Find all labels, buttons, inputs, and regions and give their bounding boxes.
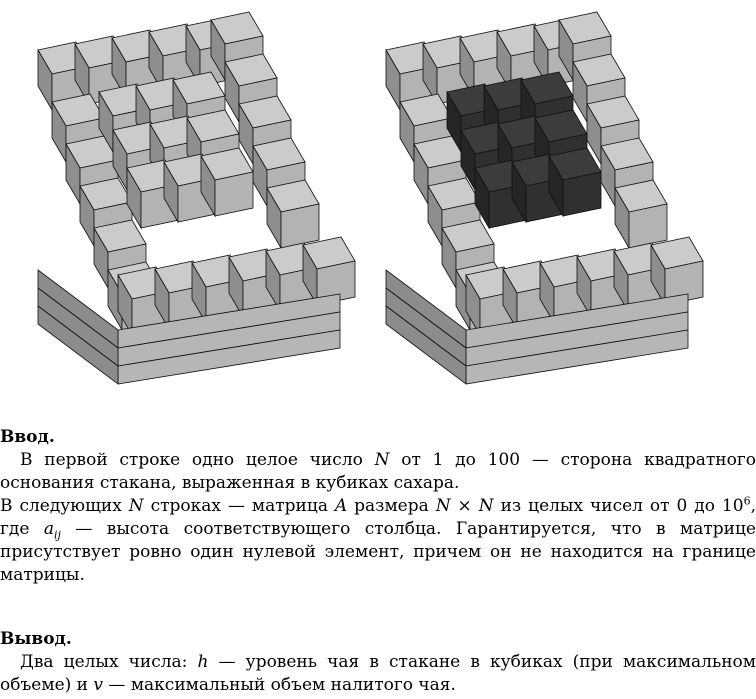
input-section: Ввод. В первой строке одно целое число N… xyxy=(0,426,756,587)
input-heading: Ввод. xyxy=(0,427,55,447)
glass-base xyxy=(385,269,689,385)
cube-icon xyxy=(548,147,602,218)
cube-icon xyxy=(302,236,356,307)
cube-icon xyxy=(200,147,254,218)
cube-icon xyxy=(266,179,320,250)
output-heading: Вывод. xyxy=(0,629,72,649)
input-paragraph-2: В следующих N строках — матрица A размер… xyxy=(0,494,756,585)
sugar-glass-figure-filled xyxy=(385,11,704,385)
input-paragraph-1: В первой строке одно целое число N от 1 … xyxy=(0,450,756,493)
sugar-glass-figure-empty xyxy=(37,11,356,385)
cube-icon xyxy=(614,179,668,250)
cube-icon xyxy=(65,135,119,206)
cube-icon xyxy=(650,236,704,307)
glass-base xyxy=(37,269,341,385)
output-section: Вывод. Два целых числа: h — уровень чая … xyxy=(0,628,756,697)
output-paragraph: Два целых числа: h — уровень чая в стака… xyxy=(0,652,756,695)
figures-area xyxy=(37,11,704,385)
